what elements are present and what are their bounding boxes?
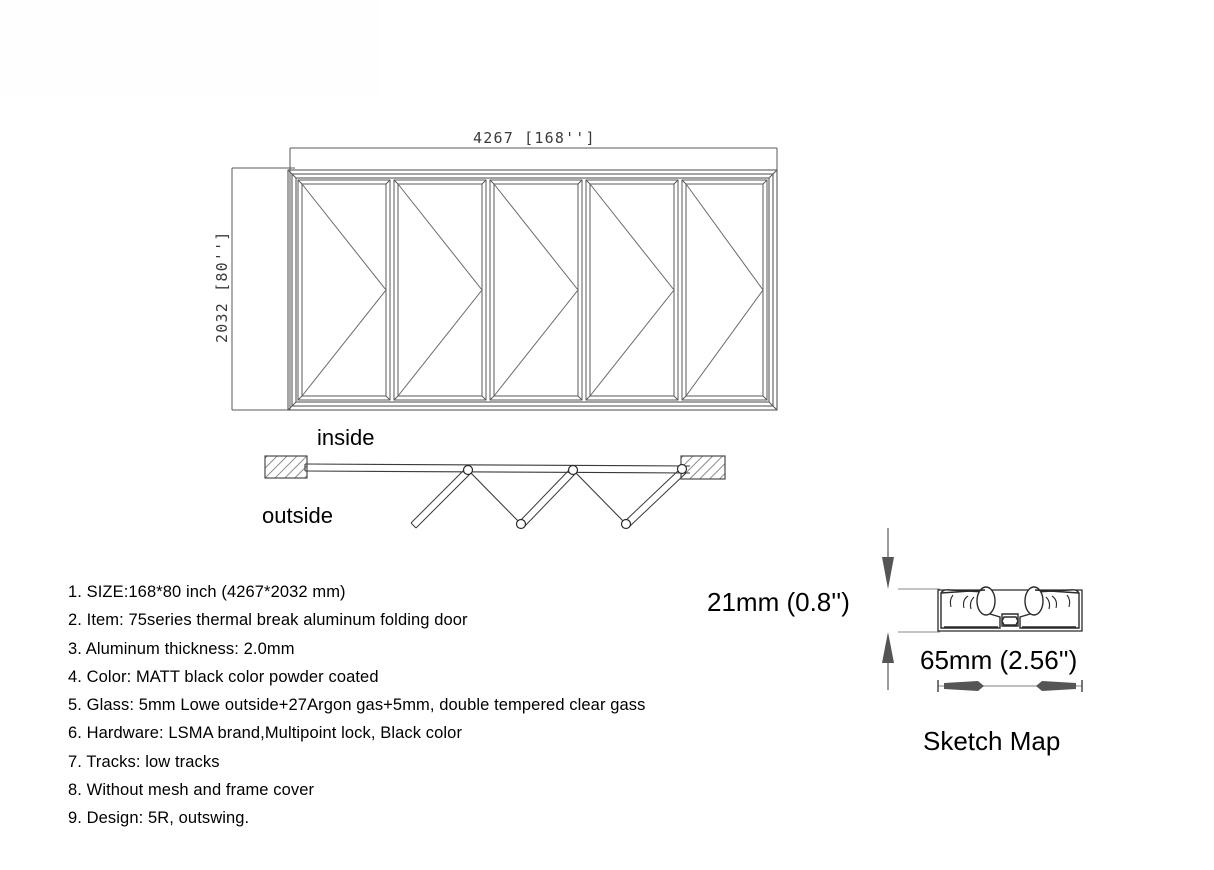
sketch-map-caption: Sketch Map [923, 726, 1061, 756]
width-dimension-text: 4267 [168''] [473, 129, 596, 147]
sketch-horizontal-dimension-label: 65mm (2.56'') [920, 645, 1078, 675]
spec-item: 5. Glass: 5mm Lowe outside+27Argon gas+5… [68, 696, 646, 715]
plan-view [264, 455, 726, 530]
spec-item: 2. Item: 75series thermal break aluminum… [68, 611, 468, 630]
frame-inner-rect [295, 177, 770, 403]
specification-list: 1. SIZE:168*80 inch (4267*2032 mm) 2. It… [68, 578, 788, 833]
arrow-up-icon [882, 632, 894, 663]
hinge-valley-1 [515, 518, 527, 530]
plan-label-inside: inside [317, 425, 375, 450]
door-panel-5 [681, 179, 768, 401]
sketch-vertical-dimension-label: 21mm (0.8'') [707, 587, 850, 617]
swing-indicator-5 [685, 183, 764, 397]
plan-track-rail [304, 463, 691, 474]
spec-item: 7. Tracks: low tracks [68, 752, 220, 771]
spec-item: 3. Aluminum thickness: 2.0mm [68, 639, 295, 658]
profile-inner-geometry [940, 586, 1080, 629]
sketch-dim-horizontal [937, 680, 1083, 692]
sketch-map-detail [882, 528, 1083, 692]
door-panel-3 [489, 179, 583, 401]
hinge-valley-2 [620, 518, 632, 530]
swing-indicator-4 [589, 183, 675, 397]
plan-jamb-right [680, 455, 726, 480]
spec-item: 4. Color: MATT black color powder coated [68, 667, 379, 686]
hinge-peak-1 [462, 464, 474, 476]
thermal-break-icon [1001, 616, 1019, 626]
door-panel-4 [585, 179, 679, 401]
frame-outer-rect [287, 169, 778, 411]
arrow-right-icon [1036, 681, 1076, 691]
hinge-peak-2 [567, 464, 579, 476]
plan-hinge-points [462, 463, 688, 530]
elevation-dimension-lines [231, 147, 778, 411]
spec-item: 6. Hardware: LSMA brand,Multipoint lock,… [68, 724, 463, 743]
height-dimension-text: 2032 [80''] [213, 230, 231, 343]
spec-item: 9. Design: 5R, outswing. [68, 809, 250, 828]
arrow-down-icon [882, 557, 894, 589]
hinge-jamb-right [676, 463, 688, 475]
sketch-dim-vertical [882, 528, 940, 690]
top-white-band [0, 0, 380, 95]
door-panels [297, 179, 768, 401]
frame-mid-rect [291, 173, 774, 407]
swing-indicator-2 [397, 183, 483, 397]
plan-jamb-left [264, 455, 308, 479]
spec-item: 8. Without mesh and frame cover [68, 781, 315, 800]
plan-folded-leaves [410, 467, 687, 529]
arrow-left-icon [944, 681, 984, 691]
plan-label-outside: outside [262, 503, 333, 528]
spec-item: 1. SIZE:168*80 inch (4267*2032 mm) [68, 583, 346, 601]
swing-indicator-3 [493, 183, 579, 397]
swing-indicator-1 [301, 183, 387, 397]
door-panel-2 [393, 179, 487, 401]
door-panel-1 [297, 179, 391, 401]
door-outer-frame [287, 169, 778, 411]
